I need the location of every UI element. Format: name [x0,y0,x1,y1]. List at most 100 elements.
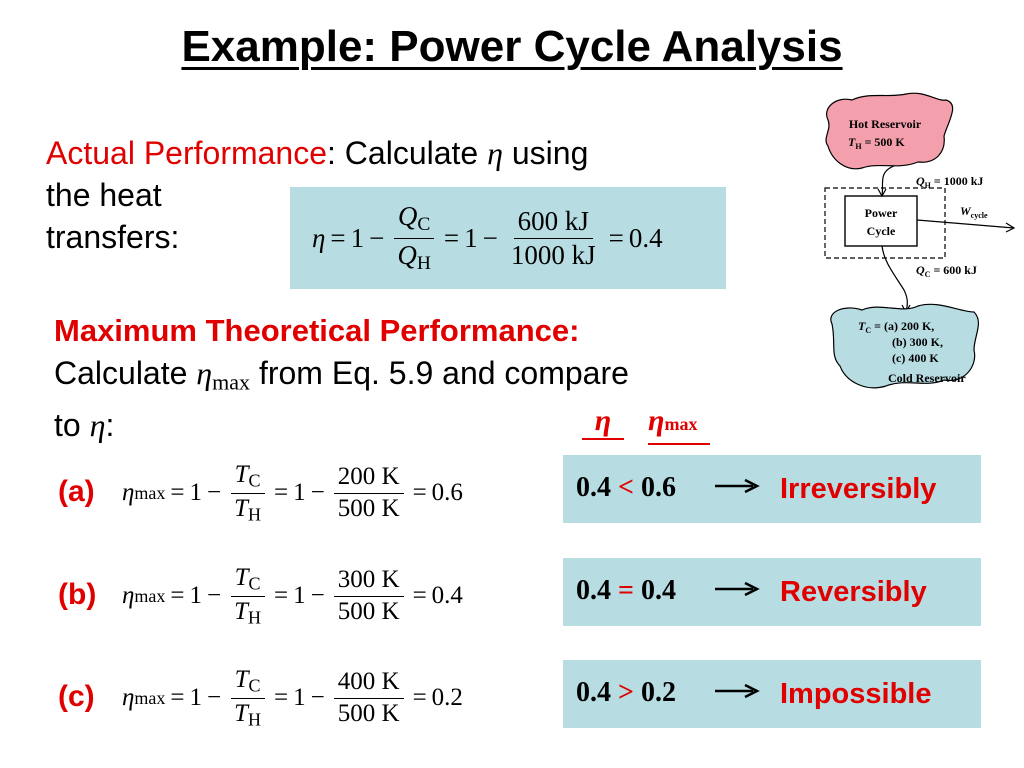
q-symbol: Q [397,201,418,232]
t-symbol: T [234,666,249,694]
max-performance-paragraph: Maximum Theoretical Performance: Calcula… [54,310,794,446]
eta-symbol: η [89,406,106,443]
t-symbol: T [234,699,249,727]
eta-subscript: max [134,482,166,503]
q-subscript: C [417,214,431,236]
eta-symbol: η [312,222,326,253]
comparison-expression: 0.4 = 0.4 [576,575,676,607]
one: 1 [189,582,203,609]
one: 1 [293,684,306,711]
actual-equation-box: η =1− QC QH =1− 600 kJ 1000 kJ =0.4 [290,187,726,289]
case-label: (c) [58,680,95,713]
eta-subscript: max [212,369,251,395]
actual-performance-paragraph: Actual Performance: Calculate η using th… [46,132,786,258]
denominator: 500 K [337,699,400,727]
numerator: 400 K [333,669,404,699]
eta-value: 0.4 [576,575,611,606]
eta-symbol: η [648,404,665,437]
cold-reservoir-label: Cold Reservoir [888,371,966,385]
qh-arrow-head [877,188,887,198]
comparison-box: 0.4 > 0.2 Impossible [563,660,981,728]
kelvin-fraction: 400 K 500 K [333,669,404,727]
power-cycle-box [844,195,918,247]
eta-max-value: 0.2 [640,677,676,708]
tc-over-th-fraction: TC TH [230,666,265,729]
right-arrow-icon [715,478,760,494]
numerator: 300 K [333,567,404,597]
eta-subscript: max [664,414,698,434]
hot-reservoir-label: Hot Reservoir [849,117,922,131]
denominator: 500 K [337,597,400,625]
tc-over-th-fraction: TC TH [230,461,265,524]
qc-arrow [881,245,908,313]
comparison-expression: 0.4 > 0.2 [576,677,676,709]
max-text-3b: : [105,406,115,443]
eta-symbol: η [487,135,503,171]
kelvin-fraction: 200 K 500 K [333,464,404,522]
right-arrow-icon [715,683,760,699]
q-symbol: Q [397,239,417,270]
comparison-operator: < [618,472,634,503]
actual-text-2: the heat [46,177,162,213]
actual-text-1: : Calculate [327,135,488,171]
max-performance-heading: Maximum Theoretical Performance: [54,313,580,348]
th-label: TH = 500 K [848,135,905,151]
cycle-label: Cycle [867,224,896,238]
qc-label: QC = 600 kJ [916,263,977,279]
eta-symbol: η [196,355,213,391]
actual-text-3: transfers: [46,219,180,255]
eta-symbol: η [122,479,135,506]
actual-text-1b: using [502,135,589,171]
one: 1 [350,222,365,253]
eta-symbol: η [122,684,135,711]
w-arrow [916,219,1015,229]
result-value: 0.6 [431,479,463,506]
qh-label: QH = 1000 kJ [916,174,983,190]
t-subscript: C [248,573,261,594]
tc-over-th-fraction: TC TH [230,564,265,627]
comparison-expression: 0.4 < 0.6 [576,472,676,504]
qc-over-qh-fraction: QC QH [393,202,435,274]
eta-max-value: 0.6 [640,472,676,503]
denominator: 1000 kJ [510,239,596,270]
result-value: 0.2 [431,684,463,711]
max-text-2a: Calculate [54,355,197,391]
t-subscript: C [248,675,261,696]
verdict-label: Irreversibly [780,473,937,505]
power-label: Power [865,206,898,220]
t-subscript: C [248,470,261,491]
t-symbol: T [234,461,249,489]
right-arrow-icon [715,581,760,597]
t-subscript: H [248,709,262,729]
kj-fraction: 600 kJ 1000 kJ [507,207,600,269]
page-title: Example: Power Cycle Analysis [181,22,843,71]
eta-value: 0.4 [576,472,611,503]
one: 1 [293,582,306,609]
max-text-3a: to [54,406,90,443]
denominator: 500 K [337,494,400,522]
eta-symbol: η [122,582,135,609]
case-label: (b) [58,578,97,611]
t-subscript: H [248,504,262,524]
eta-header: η [582,404,624,440]
eta-subscript: max [134,687,166,708]
max-text-2b: from Eq. 5.9 and compare [250,355,629,391]
result-value: 0.4 [628,222,663,253]
one: 1 [293,479,306,506]
cold-reservoir-shape [830,303,979,389]
t-subscript: H [248,607,262,627]
eta-subscript: max [134,585,166,606]
comparison-box: 0.4 < 0.6 Irreversibly [563,455,981,523]
hot-reservoir-shape [825,92,954,170]
t-symbol: T [234,597,249,625]
numerator: 200 K [333,464,404,494]
eta-max-value: 0.4 [640,575,676,606]
one: 1 [464,222,478,253]
kelvin-fraction: 300 K 500 K [333,567,404,625]
t-symbol: T [234,564,249,592]
qh-arrow [881,165,895,197]
verdict-label: Reversibly [780,576,927,608]
one: 1 [189,479,203,506]
